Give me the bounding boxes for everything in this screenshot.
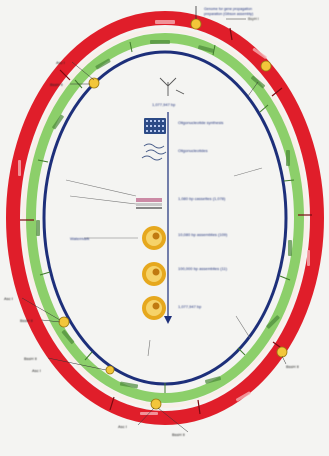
enzyme-label: Asc I bbox=[4, 296, 13, 301]
side-label: Watermark bbox=[70, 236, 89, 241]
oligo-plate-icon bbox=[144, 118, 166, 134]
caption-line-2: preparation (Gibson assembly) bbox=[204, 12, 253, 16]
step-label-1: Oligonucleotide synthesis bbox=[178, 120, 223, 125]
junction-marker bbox=[277, 347, 287, 357]
enzyme-label: BssH II bbox=[24, 356, 37, 361]
step-label-2: Oligonucleotides bbox=[178, 148, 208, 153]
yeast-cell-icon bbox=[142, 262, 166, 286]
step-label-5: 100,000 bp assemblies (11) bbox=[178, 266, 228, 271]
enzyme-label: BssH II bbox=[50, 82, 63, 87]
step-label-4: 10,080 bp assemblies (109) bbox=[178, 232, 228, 237]
top-center-label: 1,077,947 bp bbox=[152, 102, 176, 107]
enzyme-label: Asc I bbox=[56, 60, 65, 65]
enzyme-label: BssH II bbox=[286, 364, 299, 369]
enzyme-label: BssH II bbox=[20, 318, 33, 323]
enzyme-label: BssH II bbox=[172, 432, 185, 437]
caption-line-1: Genome for gene propagation bbox=[204, 7, 252, 11]
enzyme-label: Asc I bbox=[32, 368, 41, 373]
junction-marker bbox=[151, 399, 161, 409]
dna-fragment-icon bbox=[136, 198, 162, 209]
step-label-3: 1,080 bp cassettes (1,078) bbox=[178, 196, 226, 201]
junction-marker bbox=[89, 78, 99, 88]
caption-line-3: BspH I bbox=[248, 17, 259, 21]
junction-marker bbox=[106, 366, 114, 374]
junction-marker bbox=[59, 317, 69, 327]
yeast-cell-icon bbox=[142, 296, 166, 320]
step-label-6: 1,077,947 bp bbox=[178, 304, 202, 309]
junction-marker bbox=[191, 19, 201, 29]
yeast-cell-icon bbox=[142, 226, 166, 250]
enzyme-label: Asc I bbox=[118, 424, 127, 429]
junction-marker bbox=[261, 61, 271, 71]
